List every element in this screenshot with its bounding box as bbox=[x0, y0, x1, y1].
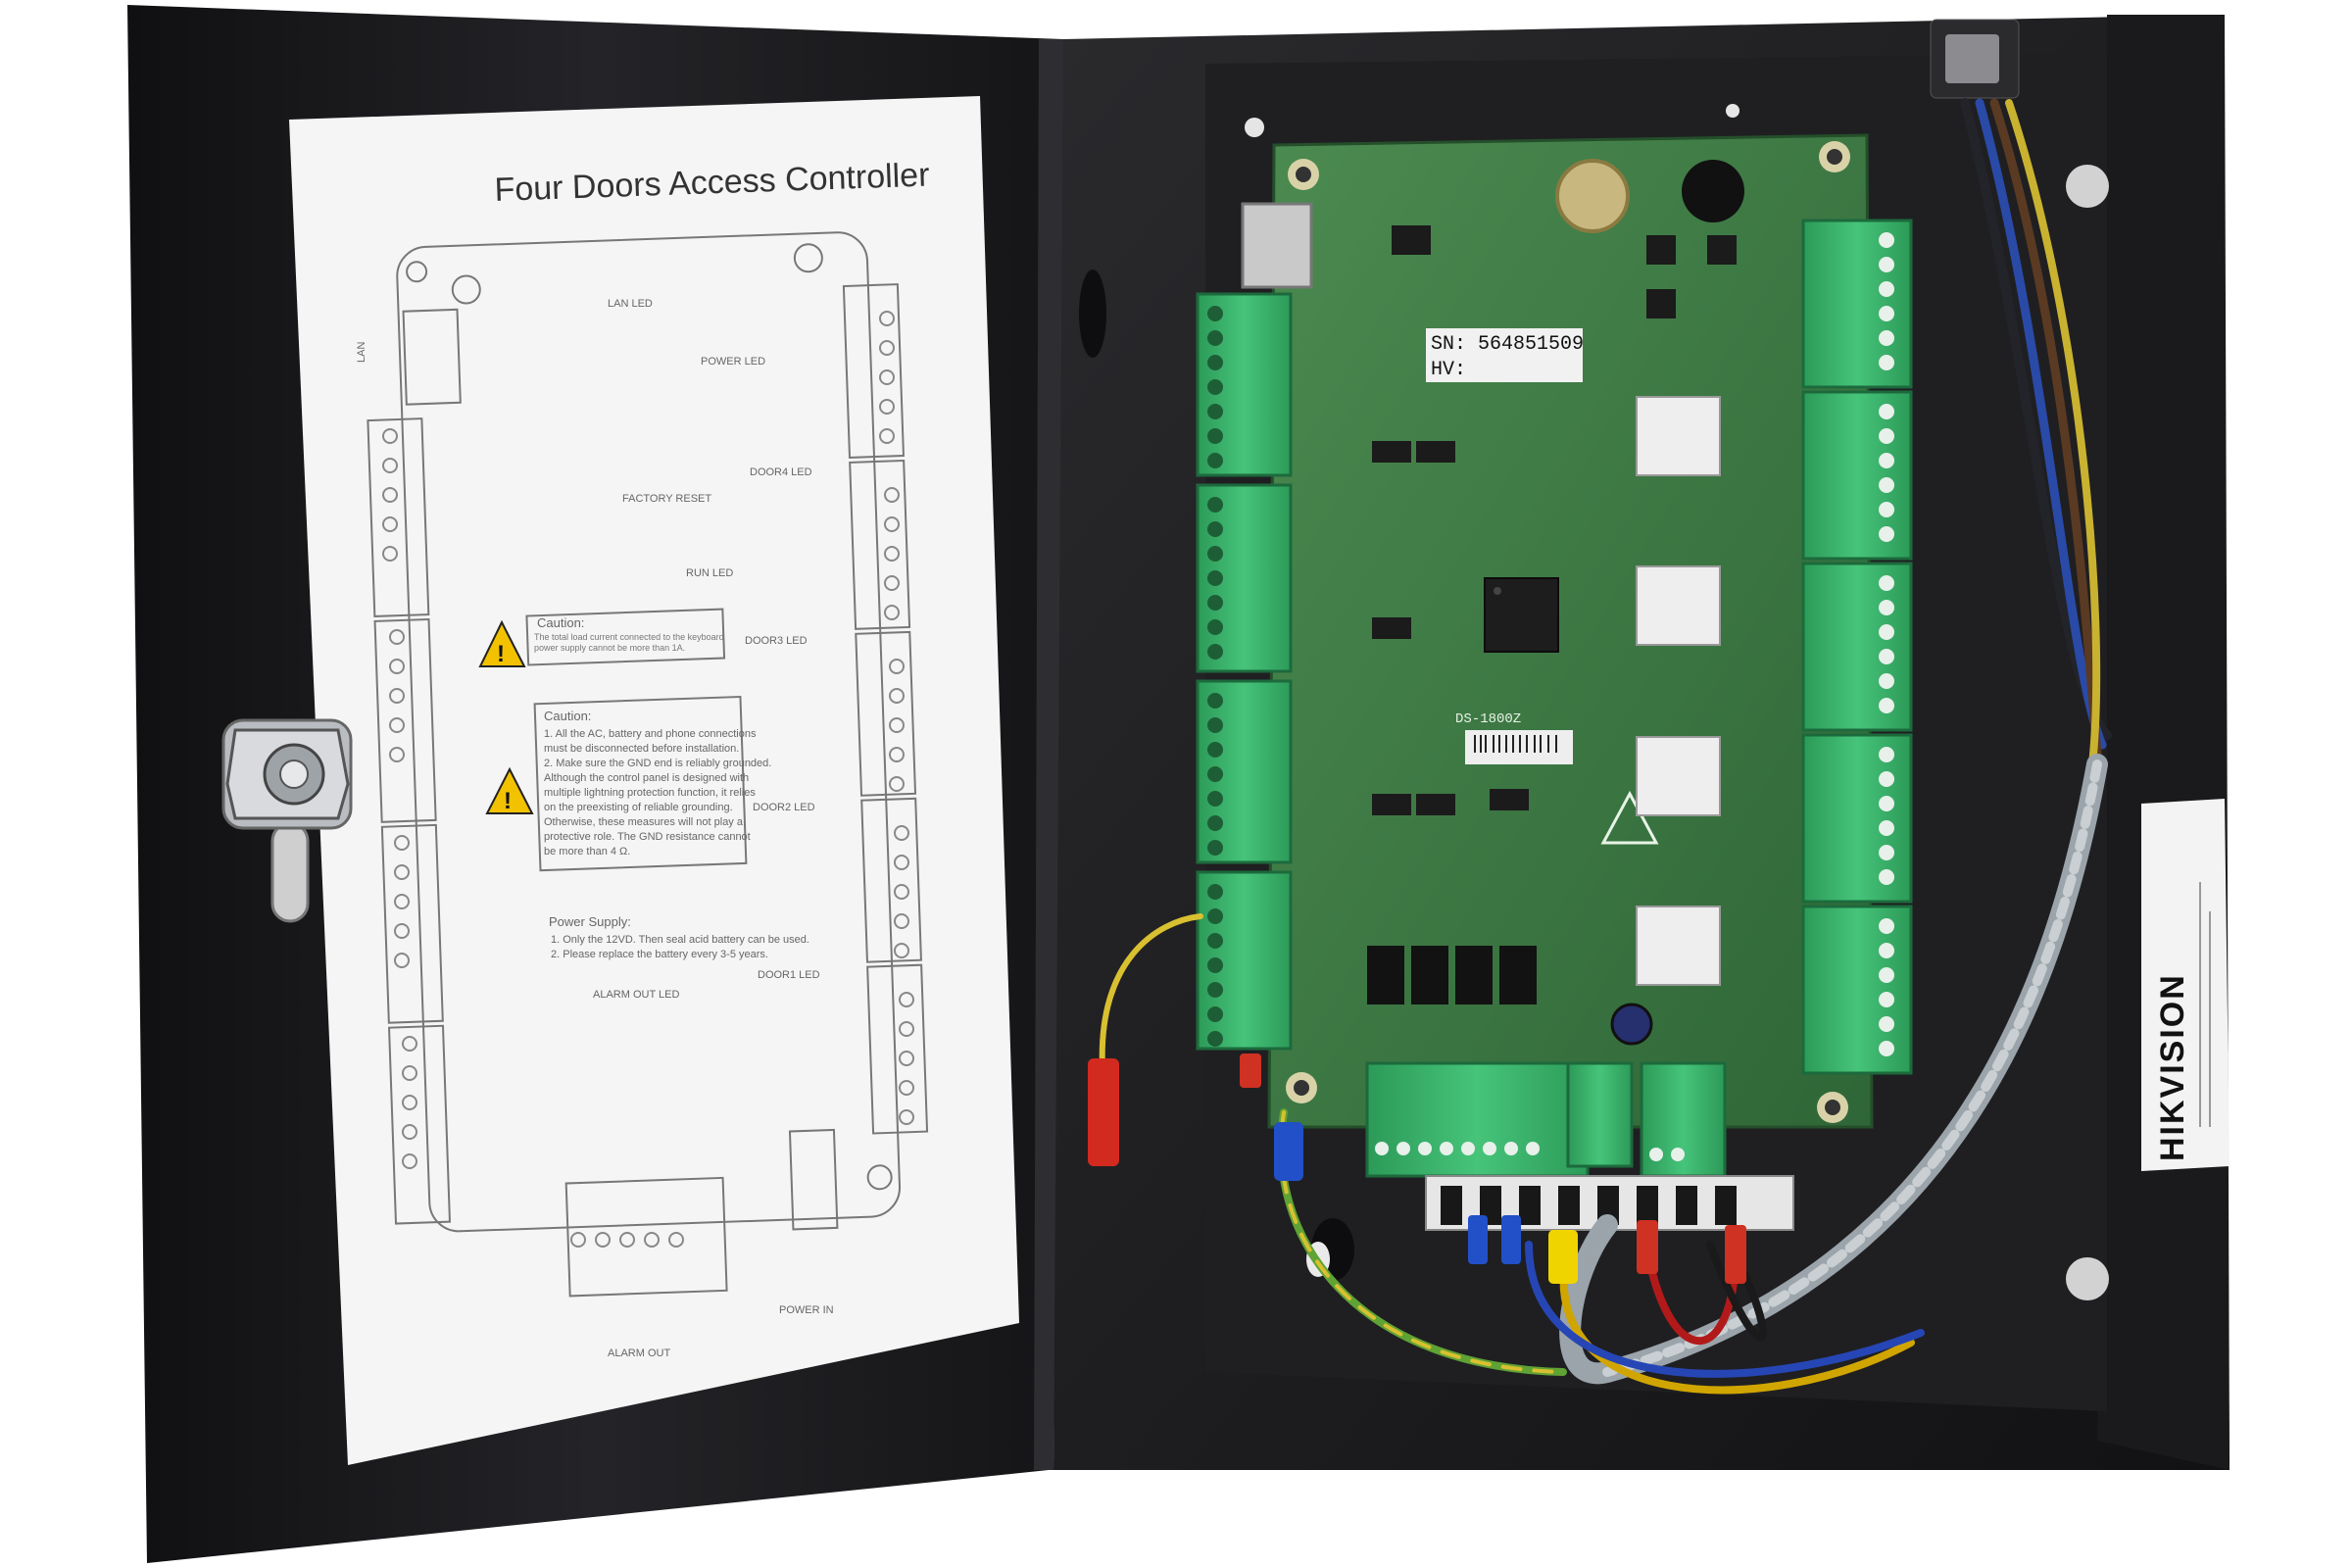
door1-led-label: DOOR1 LED bbox=[758, 969, 820, 981]
caution2-line-7: Otherwise, these measures will not play … bbox=[544, 816, 744, 828]
door3-led-label: DOOR3 LED bbox=[745, 635, 808, 647]
bottom-terminal-blocks bbox=[1365, 1061, 1727, 1178]
ethernet-port bbox=[1241, 202, 1313, 289]
alarm-out-led-label: ALARM OUT LED bbox=[593, 989, 679, 1001]
door4-led-label: DOOR4 LED bbox=[750, 466, 812, 478]
left-terminal-screws bbox=[1207, 306, 1223, 1047]
cam-lock bbox=[221, 718, 353, 923]
alarm-out-label: ALARM OUT bbox=[608, 1348, 670, 1359]
caution2-line-4: Although the control panel is designed w… bbox=[544, 772, 749, 784]
svg-text:!: ! bbox=[504, 788, 512, 814]
tamper-switch bbox=[1930, 19, 2020, 99]
terminal-screws-drawing bbox=[382, 311, 914, 1248]
caution1-title: Caution: bbox=[537, 615, 584, 630]
controller-pcb: SN: 564851509 HV: DS-1800Z bbox=[1196, 133, 1913, 1178]
caution2-line-8: protective role. The GND resistance cann… bbox=[544, 831, 751, 843]
power-supply-title: Power Supply: bbox=[549, 914, 631, 929]
right-terminal-screws bbox=[1879, 232, 1894, 1056]
door2-led-label: DOOR2 LED bbox=[753, 802, 815, 813]
board-model: DS-1800Z bbox=[1455, 711, 1521, 727]
power-supply-line-1: 1. Only the 12VD. Then seal acid battery… bbox=[551, 934, 809, 946]
caution2-line-2: must be disconnected before installation… bbox=[544, 743, 739, 755]
capacitor bbox=[1610, 1003, 1653, 1046]
high-voltage-icon bbox=[1600, 790, 1659, 845]
lan-led-label: LAN LED bbox=[608, 298, 653, 310]
lan-label: LAN bbox=[356, 342, 368, 363]
caution2-line-9: be more than 4 Ω. bbox=[544, 846, 630, 858]
relays bbox=[1636, 396, 1721, 986]
run-led-label: RUN LED bbox=[686, 567, 733, 579]
board-outline-drawing bbox=[367, 231, 929, 1298]
caution2-line-6: on the preexisting of reliable grounding… bbox=[544, 802, 733, 813]
power-in-label: POWER IN bbox=[779, 1304, 834, 1316]
caution-warning-icon: ! bbox=[478, 619, 526, 667]
caution2-title: Caution: bbox=[544, 709, 591, 723]
bottom-terminal-screws bbox=[1375, 1142, 1685, 1161]
caution1-text: The total load current connected to the … bbox=[534, 632, 724, 653]
buzzer bbox=[1682, 160, 1744, 222]
small-relays bbox=[1367, 946, 1537, 1004]
right-terminal-blocks bbox=[1801, 219, 1913, 1075]
serial-number: SN: 564851509 bbox=[1431, 333, 1584, 356]
power-supply-line-2: 2. Please replace the battery every 3-5 … bbox=[551, 949, 768, 960]
brand-logo: HIKVISION bbox=[2154, 973, 2191, 1161]
caution-warning-icon-2: ! bbox=[485, 766, 534, 814]
coin-battery bbox=[1555, 159, 1630, 233]
caution2-line-3: 2. Make sure the GND end is reliably gro… bbox=[544, 758, 771, 769]
factory-reset-label: FACTORY RESET bbox=[622, 493, 711, 505]
side-product-label: HIKVISION bbox=[2141, 799, 2230, 1171]
wiring-diagram-sheet: Four Doors Access Controller bbox=[289, 96, 1019, 1465]
ic-chips bbox=[1372, 225, 1737, 815]
caution2-line-5: multiple lightning protection function, … bbox=[544, 787, 756, 799]
hv-text: HV: bbox=[1431, 359, 1466, 381]
caution2-line-1: 1. All the AC, battery and phone connect… bbox=[544, 728, 757, 740]
crimp-connectors bbox=[1088, 1054, 1746, 1284]
serial-label: SN: 564851509 HV: bbox=[1426, 328, 1584, 382]
svg-text:!: ! bbox=[497, 641, 505, 667]
power-led-label: POWER LED bbox=[701, 356, 765, 368]
